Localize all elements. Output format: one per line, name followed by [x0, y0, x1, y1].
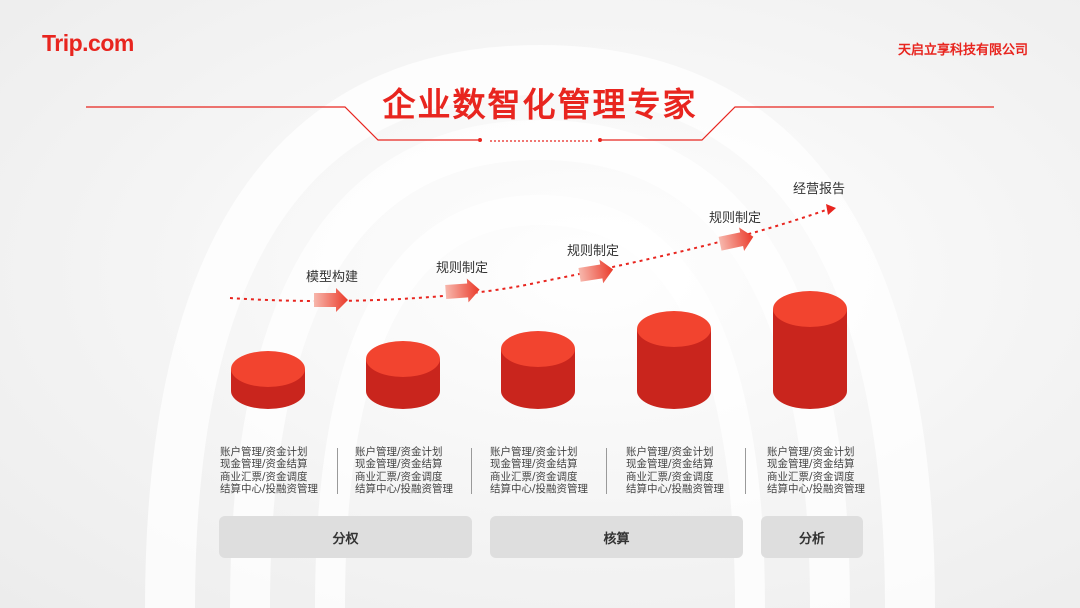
description-line: 账户管理/资金计划	[626, 446, 714, 458]
description-line: 账户管理/资金计划	[355, 446, 443, 458]
description-line: 结算中心/投融资管理	[220, 482, 319, 495]
description-line: 结算中心/投融资管理	[626, 482, 725, 495]
divider	[606, 448, 607, 494]
description-line: 商业汇票/资金调度	[767, 470, 855, 483]
cylinder-5	[773, 291, 847, 409]
step-label: 经营报告	[793, 182, 846, 197]
description-line: 结算中心/投融资管理	[767, 482, 866, 495]
description-block: 账户管理/资金计划 现金管理/资金结算 商业汇票/资金调度 结算中心/投融资管理	[355, 446, 453, 495]
description-line: 商业汇票/资金调度	[490, 470, 578, 483]
arrow-right-icon	[445, 278, 480, 303]
description-block: 账户管理/资金计划 现金管理/资金结算 商业汇票/资金调度 结算中心/投融资管理	[220, 446, 318, 495]
stage-pill-analysis: 分析	[761, 516, 863, 558]
description-line: 账户管理/资金计划	[220, 446, 308, 458]
step-label: 模型构建	[306, 270, 359, 285]
stage-pill-decentralize: 分权	[219, 516, 472, 558]
arrow-right-icon	[718, 227, 754, 251]
description-line: 账户管理/资金计划	[767, 446, 855, 458]
cylinder-1	[231, 351, 305, 409]
divider	[471, 448, 472, 494]
arrow-right-icon	[314, 288, 348, 312]
description-line: 现金管理/资金结算	[490, 458, 578, 471]
description-line: 现金管理/资金结算	[767, 458, 855, 471]
divider	[745, 448, 746, 494]
divider	[337, 448, 338, 494]
stage-pill-accounting: 核算	[490, 516, 743, 558]
description-line: 账户管理/资金计划	[490, 446, 578, 458]
description-line: 现金管理/资金结算	[626, 458, 714, 471]
description-line: 现金管理/资金结算	[355, 458, 443, 471]
description-line: 商业汇票/资金调度	[355, 470, 443, 483]
step-label: 规则制定	[436, 261, 489, 276]
page-title: 企业数智化管理专家	[382, 85, 698, 124]
description-block: 账户管理/资金计划 现金管理/资金结算 商业汇票/资金调度 结算中心/投融资管理	[490, 446, 588, 495]
description-line: 商业汇票/资金调度	[220, 470, 308, 483]
step-label: 规则制定	[567, 244, 620, 259]
description-block: 账户管理/资金计划 现金管理/资金结算 商业汇票/资金调度 结算中心/投融资管理	[626, 446, 724, 495]
description-line: 商业汇票/资金调度	[626, 470, 714, 483]
description-line: 结算中心/投融资管理	[355, 482, 454, 495]
trip-logo: Trip.com	[42, 30, 134, 56]
description-block: 账户管理/资金计划 现金管理/资金结算 商业汇票/资金调度 结算中心/投融资管理	[767, 446, 865, 495]
description-line: 现金管理/资金结算	[220, 458, 308, 471]
cylinder-2	[366, 341, 440, 409]
description-line: 结算中心/投融资管理	[490, 482, 589, 495]
step-label: 规则制定	[709, 211, 762, 226]
company-name: 天启立享科技有限公司	[897, 43, 1028, 58]
cylinder-3	[501, 331, 575, 409]
cylinder-4	[637, 311, 711, 409]
arrow-right-icon	[578, 259, 614, 284]
